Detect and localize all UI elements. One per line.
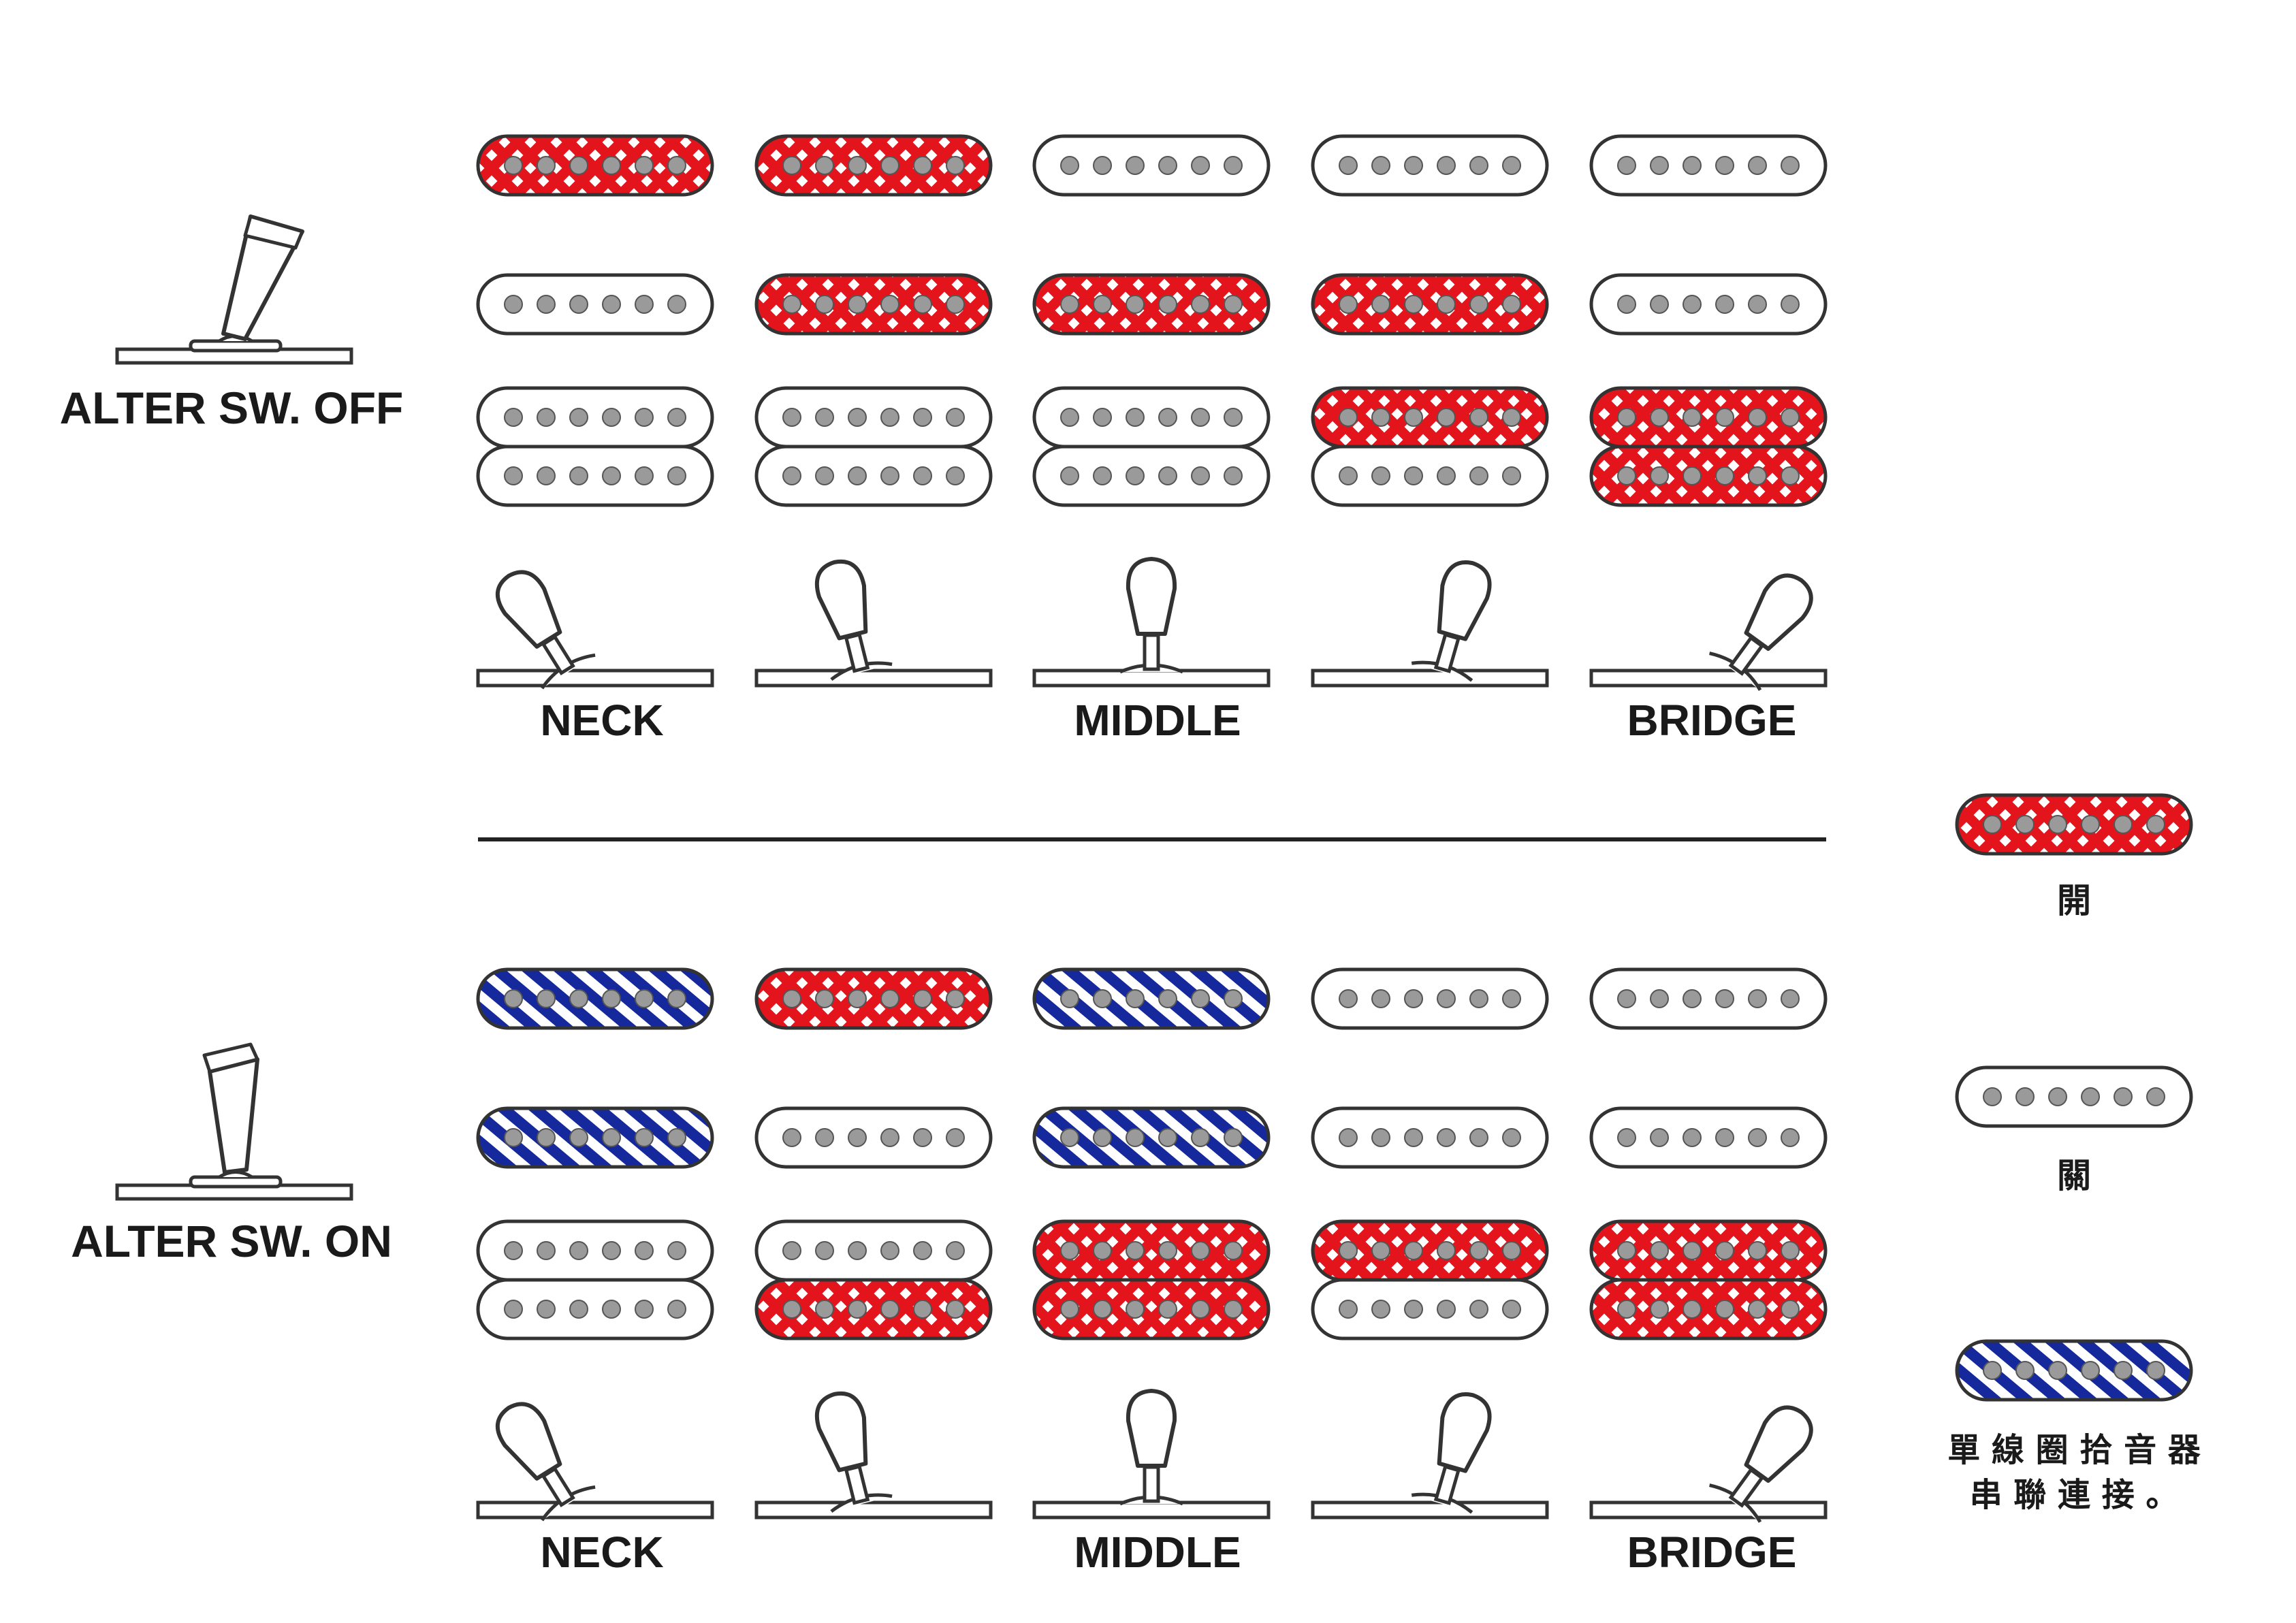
pickup-column <box>1589 967 1828 1340</box>
toggle-row-on <box>476 1389 1828 1523</box>
toggle-row-off <box>476 557 1828 691</box>
bridge-humbucker-top-coil <box>476 386 714 449</box>
pickup-column <box>1311 967 1549 1340</box>
bridge-humbucker-bottom-coil <box>754 445 993 507</box>
selector-switch-icon <box>476 1402 714 1522</box>
bridge-humbucker-bottom-coil <box>476 1278 714 1340</box>
alter-switch-on-icon <box>115 1042 353 1201</box>
middle-pickup <box>476 273 714 336</box>
position-label-middle: MIDDLE <box>1074 696 1241 745</box>
bridge-humbucker-bottom-coil <box>754 1278 993 1340</box>
selector-switch-icon <box>476 570 714 690</box>
bridge-humbucker-top-coil <box>1589 1219 1828 1282</box>
bridge-humbucker-bottom-coil <box>1589 445 1828 507</box>
pickup-column <box>1311 134 1549 507</box>
neck-pickup <box>1589 967 1828 1030</box>
neck-pickup <box>754 134 993 197</box>
neck-pickup <box>1311 134 1549 197</box>
pickup-column <box>476 967 714 1340</box>
middle-pickup <box>1311 273 1549 336</box>
bridge-humbucker-top-coil <box>476 1219 714 1282</box>
neck-pickup <box>1032 134 1271 197</box>
bridge-humbucker-top-coil <box>1032 1219 1271 1282</box>
alter-switch-off-label: ALTER SW. OFF <box>60 383 404 433</box>
bridge-humbucker-top-coil <box>754 1219 993 1282</box>
middle-pickup <box>1311 1106 1549 1169</box>
legend-pickup <box>1955 1065 2193 1128</box>
middle-pickup <box>754 1106 993 1169</box>
section-alter-off: ALTER SW. OFF NECK MIDDLE BRIDGE <box>60 134 1828 745</box>
bridge-humbucker-top-coil <box>1032 386 1271 449</box>
legend-label-series-line1: 單 線 圈 拾 音 器 <box>1947 1431 2201 1469</box>
neck-pickup <box>754 967 993 1030</box>
position-label-middle: MIDDLE <box>1074 1528 1241 1577</box>
position-label-bridge: BRIDGE <box>1627 1528 1797 1577</box>
selector-switch-icon <box>1032 1389 1271 1520</box>
selector-switch-icon <box>1311 560 1549 688</box>
section-alter-on: ALTER SW. ON NECK MIDDLE BRIDGE <box>71 967 1828 1577</box>
selector-switch-icon <box>754 559 993 688</box>
selector-switch-icon <box>1589 573 1828 691</box>
neck-pickup <box>476 967 714 1030</box>
pickup-column <box>754 134 993 507</box>
pickup-grid-on <box>476 967 1828 1340</box>
legend-pickup-on <box>1955 793 2193 856</box>
bridge-humbucker-top-coil <box>1589 386 1828 449</box>
legend-pickup <box>1955 1339 2193 1402</box>
legend-pickup <box>1955 793 2193 856</box>
middle-pickup <box>1032 1106 1271 1169</box>
bridge-humbucker-bottom-coil <box>1589 1278 1828 1340</box>
selector-switch-icon <box>1589 1405 1828 1523</box>
selector-switch-icon <box>1311 1392 1549 1520</box>
pickup-column <box>1032 134 1271 507</box>
position-label-bridge: BRIDGE <box>1627 696 1797 745</box>
legend-label-off: 關 <box>2057 1156 2091 1195</box>
bridge-humbucker-top-coil <box>1311 386 1549 449</box>
bridge-humbucker-bottom-coil <box>1311 1278 1549 1340</box>
middle-pickup <box>1589 1106 1828 1169</box>
bridge-humbucker-top-coil <box>754 386 993 449</box>
selector-switch-icon <box>754 1391 993 1520</box>
selector-switch-icon <box>1032 557 1271 688</box>
legend-pickup-series <box>1955 1339 2193 1402</box>
neck-pickup <box>1589 134 1828 197</box>
pickup-grid-off <box>476 134 1828 507</box>
middle-pickup <box>476 1106 714 1169</box>
alter-switch-off-icon <box>115 214 353 365</box>
pickup-column <box>1032 967 1271 1340</box>
pickup-column <box>1589 134 1828 507</box>
alter-switch-on-label: ALTER SW. ON <box>71 1216 392 1266</box>
pickup-column <box>476 134 714 507</box>
legend-label-series-line2: 串 聯 連 接 。 <box>1970 1476 2179 1514</box>
position-label-neck: NECK <box>540 696 663 745</box>
middle-pickup <box>1032 273 1271 336</box>
middle-pickup <box>1589 273 1828 336</box>
legend-label-on: 開 <box>2057 881 2091 920</box>
middle-pickup <box>754 273 993 336</box>
bridge-humbucker-bottom-coil <box>476 445 714 507</box>
position-label-neck: NECK <box>540 1528 663 1577</box>
bridge-humbucker-top-coil <box>1311 1219 1549 1282</box>
neck-pickup <box>1032 967 1271 1030</box>
legend: 開 關 單 線 圈 拾 音 器 串 聯 連 接 。 <box>1947 793 2201 1514</box>
neck-pickup <box>1311 967 1549 1030</box>
bridge-humbucker-bottom-coil <box>1311 445 1549 507</box>
neck-pickup <box>476 134 714 197</box>
legend-pickup-off <box>1955 1065 2193 1128</box>
bridge-humbucker-bottom-coil <box>1032 1278 1271 1340</box>
bridge-humbucker-bottom-coil <box>1032 445 1271 507</box>
pickup-column <box>754 967 993 1340</box>
